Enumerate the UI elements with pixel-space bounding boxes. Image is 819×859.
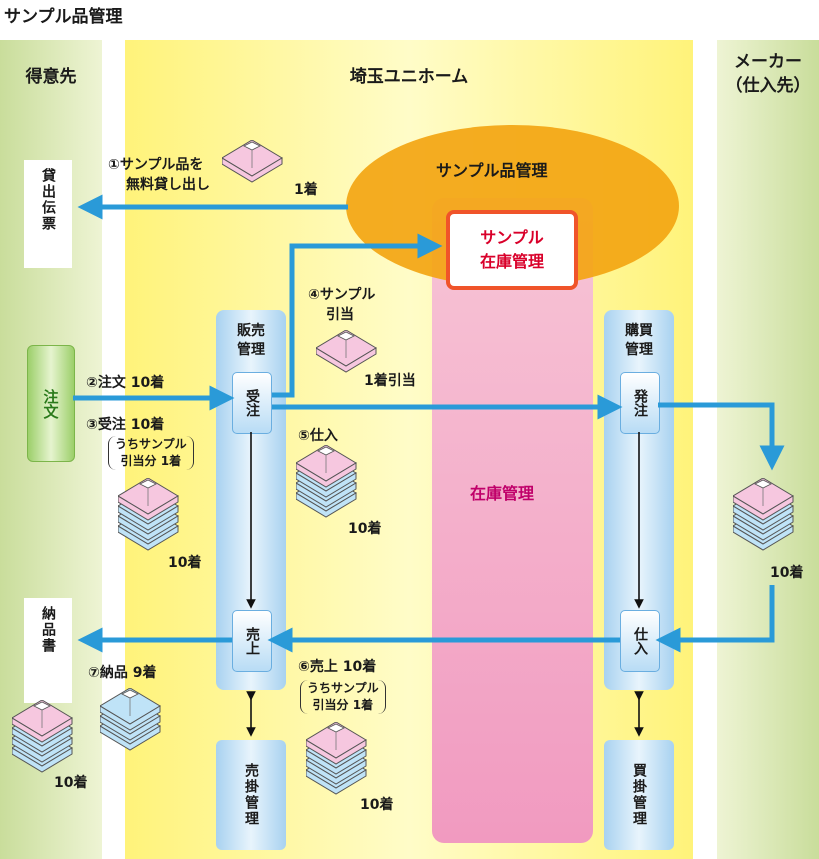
maker-count: 10着 xyxy=(770,565,804,581)
purchase-label-1: 購買 xyxy=(625,323,653,339)
stocking-step: 仕入 xyxy=(620,610,660,672)
purchase-order-step: 発注 xyxy=(620,372,660,434)
step5-count: 10着 xyxy=(348,521,382,537)
page-title: サンプル品管理 xyxy=(4,7,123,27)
sales-label-2: 管理 xyxy=(237,342,265,358)
shirt-stack-icon-step4 xyxy=(316,330,377,373)
step6-note-line1: うちサンプル xyxy=(307,681,379,695)
sales-management-label: 販売 管理 xyxy=(216,322,286,360)
inventory-column xyxy=(432,198,593,843)
purchase-management-label: 購買 管理 xyxy=(604,322,674,360)
step6-note-line2: 引当分 1着 xyxy=(312,698,374,712)
step6-label: ⑥売上 10着 xyxy=(298,659,377,675)
shirt-stack-icon-step1 xyxy=(222,140,283,183)
customer-count: 10着 xyxy=(54,775,88,791)
shirt-stack-icon-step6 xyxy=(306,722,367,795)
lane-maker-header: メーカー （仕入先） xyxy=(725,52,811,96)
step3-note: うちサンプル 引当分 1着 xyxy=(108,436,194,470)
step3-label: ③受注 10着 xyxy=(86,417,165,433)
shirt-stack-icon-maker xyxy=(733,478,794,551)
step3-count: 10着 xyxy=(168,555,202,571)
step6-note: うちサンプル 引当分 1着 xyxy=(300,680,386,714)
order-box: 注文 xyxy=(27,345,75,462)
step4-label-line2: 引当 xyxy=(326,307,354,323)
step4-label-line1: ④サンプル xyxy=(308,287,376,303)
payable-management: 買掛管理 xyxy=(604,740,674,850)
loan-slip-doc: 貸出伝票 xyxy=(24,160,72,268)
shirt-stack-icon-step3 xyxy=(118,478,179,551)
step2-label: ②注文 10着 xyxy=(86,375,165,391)
sample-stock-line1: サンプル xyxy=(480,228,544,247)
lane-customer-header: 得意先 xyxy=(25,67,77,87)
step6-count: 10着 xyxy=(360,797,394,813)
step1-label-line1: ①サンプル品を xyxy=(108,157,204,173)
sales-label-1: 販売 xyxy=(237,323,265,339)
shirt-stack-icon-step5 xyxy=(296,445,357,518)
sample-stock-box: サンプル 在庫管理 xyxy=(446,210,578,290)
step1-label-line2: 無料貸し出し xyxy=(126,177,210,193)
arrow-purchase-to-maker xyxy=(658,402,785,471)
sample-stock-line2: 在庫管理 xyxy=(479,252,544,271)
step3-note-line1: うちサンプル xyxy=(115,437,187,451)
shirt-stack-icon-step7 xyxy=(100,688,161,751)
receivable-management: 売掛管理 xyxy=(216,740,286,850)
arrow-sample-allocate xyxy=(272,233,443,398)
arrow-maker-to-stocking xyxy=(655,585,775,653)
shirt-stack-icon-customer xyxy=(12,700,73,773)
purchase-label-2: 管理 xyxy=(625,342,653,358)
step1-count: 1着 xyxy=(294,182,318,198)
step3-note-line2: 引当分 1着 xyxy=(120,454,182,468)
step7-label: ⑦納品 9着 xyxy=(88,665,157,681)
lane-company-header: 埼玉ユニホーム xyxy=(349,67,469,87)
step4-count: 1着引当 xyxy=(364,373,416,389)
step5-label: ⑤仕入 xyxy=(298,428,338,444)
delivery-note-doc: 納品書 xyxy=(24,598,72,703)
sample-management-label: サンプル品管理 xyxy=(436,161,548,180)
inventory-label: 在庫管理 xyxy=(470,484,535,503)
